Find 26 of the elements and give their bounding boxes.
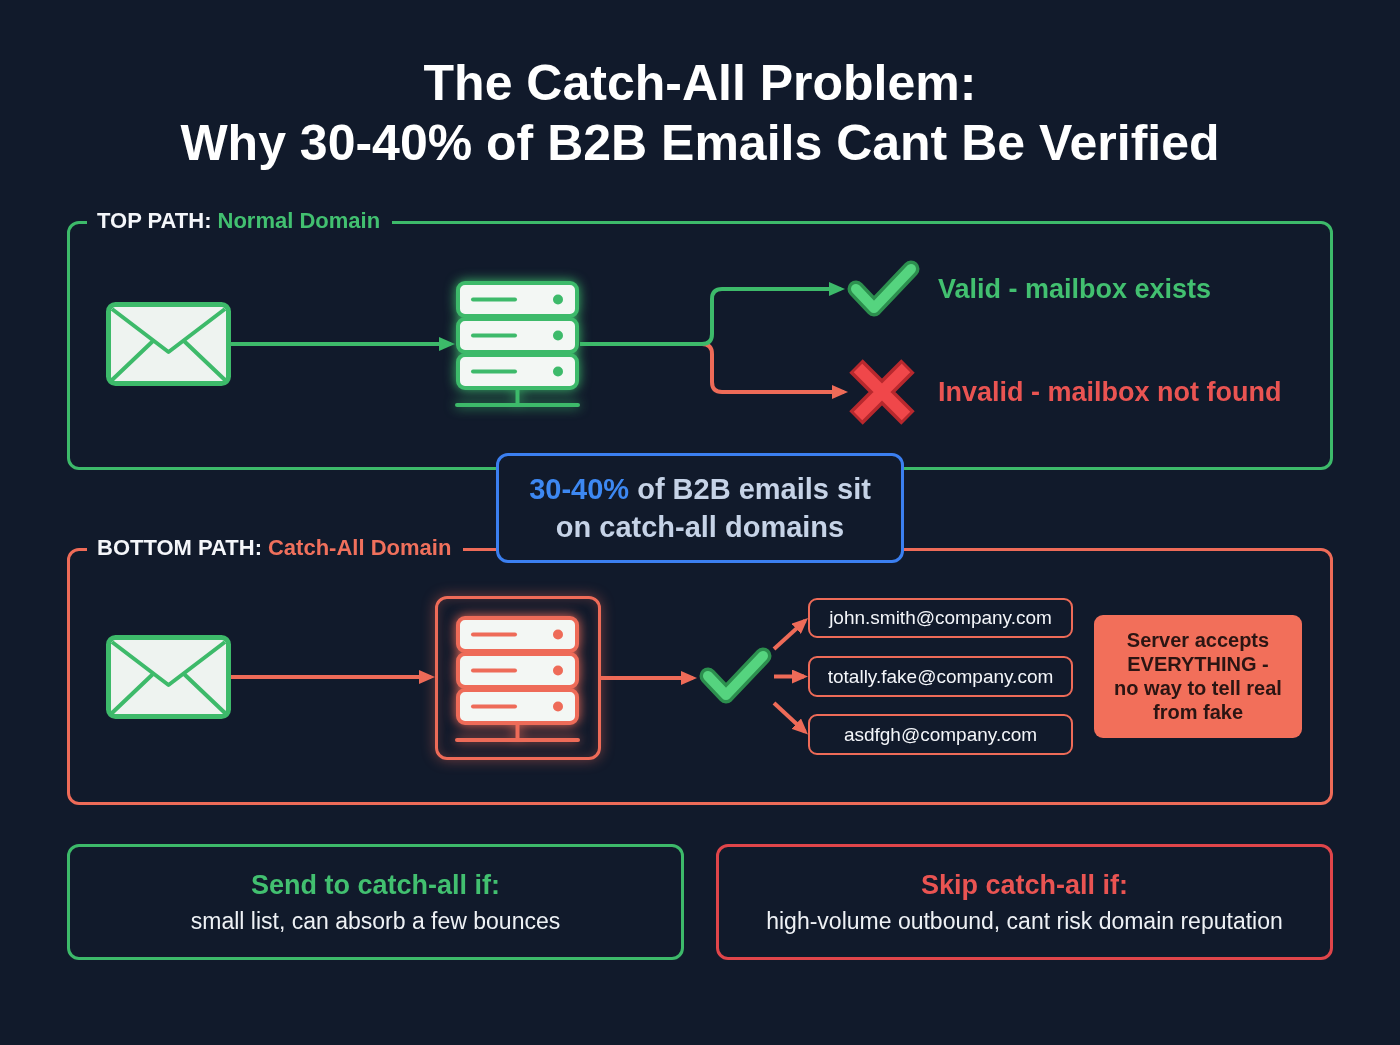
envelope-icon: [106, 635, 231, 719]
advice-card: [67, 844, 684, 960]
server-frame: [435, 596, 601, 760]
email-address: asdfgh@company.com: [808, 714, 1073, 755]
arrow: [774, 669, 808, 684]
advice-card: [716, 844, 1333, 960]
card-text: high-volume outbound, cant risk domain reputation: [766, 907, 1283, 936]
title: The Catch-All Problem: Why 30-40% of B2B Emails Cant Be Verified: [179, 54, 1221, 173]
email-address: john.smith@company.com: [808, 598, 1073, 638]
card-heading: Skip catch-all if:: [920, 869, 1129, 902]
server-icon: [455, 280, 580, 408]
cross-icon: [848, 358, 916, 426]
warning-note: Server accepts EVERYTHING - no way to tell real from fake: [1094, 615, 1302, 738]
envelope-icon: [106, 302, 231, 386]
email-address: totally.fake@company.com: [808, 656, 1073, 697]
arrow: [231, 337, 455, 351]
arrow: [772, 618, 808, 651]
card-text: small list, can absorb a few bounces: [190, 907, 561, 936]
result-label: Invalid - mailbox not found: [938, 376, 1282, 408]
result-label: Valid - mailbox exists: [938, 273, 1212, 305]
callout-box: 30-40% of B2B emails sit on catch-all domains: [496, 453, 904, 563]
arrow: [601, 671, 697, 685]
arrow: [231, 670, 435, 684]
arrow: [580, 282, 845, 346]
arrow: [772, 701, 808, 735]
card-heading: Send to catch-all if:: [251, 869, 500, 902]
